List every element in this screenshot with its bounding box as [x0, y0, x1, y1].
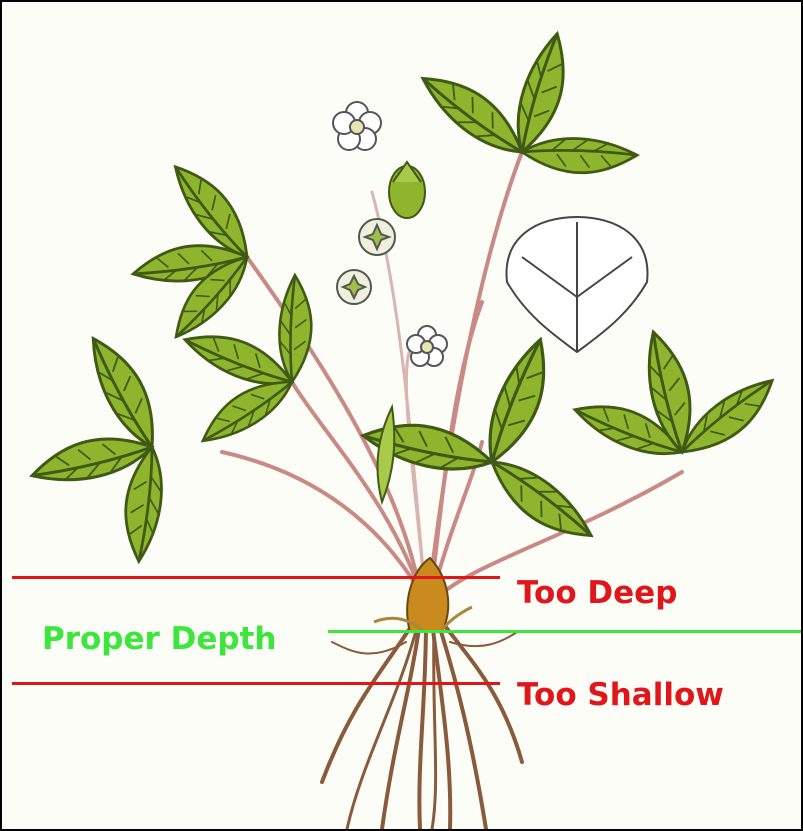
proper-depth-line: [328, 630, 801, 633]
too-shallow-label: Too Shallow: [517, 680, 724, 711]
leaf-center: [362, 339, 592, 561]
outline-leaf: [507, 217, 648, 352]
leaf-far-left: [32, 331, 186, 562]
roots: [322, 622, 522, 829]
flowers: [333, 102, 447, 366]
leaf-right: [574, 332, 786, 481]
bud: [389, 162, 425, 218]
crown: [374, 558, 472, 632]
leaf-top-left: [133, 153, 265, 338]
too-deep-label: Too Deep: [517, 578, 677, 609]
sepal-leaf: [377, 407, 394, 502]
too-shallow-line: [12, 682, 500, 685]
leaf-top-right: [422, 33, 638, 193]
too-deep-line: [12, 576, 500, 579]
proper-depth-label: Proper Depth: [42, 624, 276, 655]
